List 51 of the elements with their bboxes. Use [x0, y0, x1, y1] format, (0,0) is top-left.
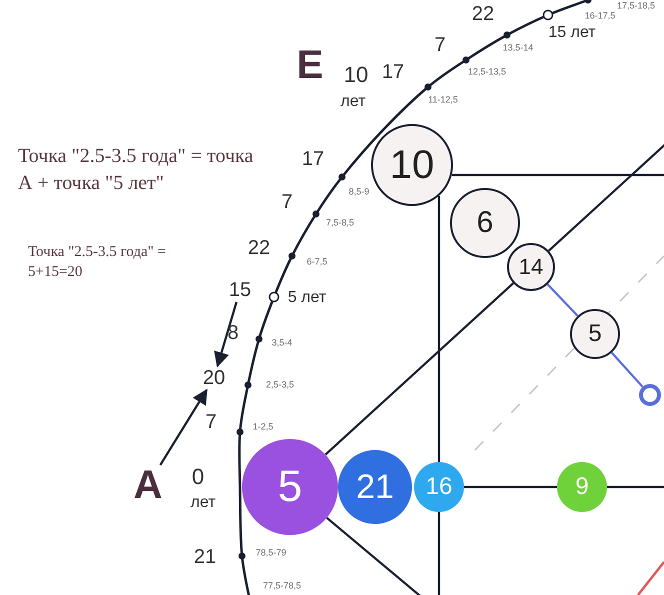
number-label: 17 — [382, 62, 404, 82]
number-circle: 5 — [242, 439, 338, 535]
age-range-label: 11-12,5 — [428, 96, 458, 104]
age-range-label: 77,5-78,5 — [262, 582, 302, 590]
age-range-label: 7,5-8,5 — [326, 218, 354, 228]
connector-line — [610, 352, 644, 388]
number-label: 20 — [202, 368, 226, 388]
note-text: Точка "2.5-3.5 года" = 5+15=20 — [28, 243, 167, 282]
arrow — [214, 302, 238, 368]
age-label: 15 лет — [548, 25, 596, 41]
age-label: лет — [340, 94, 366, 110]
age-label: лет — [190, 495, 216, 511]
age-range-label: 12,5-13,5 — [468, 68, 506, 76]
connector-line — [324, 282, 514, 456]
number-label: 7 — [434, 35, 446, 55]
age-range-label: 6-7,5 — [306, 258, 328, 266]
age-range-label: 78,5-79 — [256, 548, 286, 558]
age-range-label: 3,5-4 — [272, 338, 292, 348]
age-range-label: 17,5-18,5 — [616, 2, 656, 10]
number-circle: 14 — [507, 243, 555, 291]
number-circle: 5 — [570, 309, 620, 359]
connector-line — [546, 284, 578, 317]
number-circle: 21 — [338, 450, 412, 524]
number-label: 21 — [194, 547, 216, 567]
connector-line — [464, 486, 557, 488]
number-label: 17 — [302, 149, 324, 169]
ring-icon — [639, 384, 661, 406]
connector-line — [438, 512, 440, 595]
number-label: 15 — [228, 280, 252, 300]
age-range-label: 16-17,5 — [584, 12, 616, 20]
number-label: 22 — [472, 4, 494, 24]
point-letter: E — [296, 45, 324, 85]
number-label: 8 — [227, 323, 239, 343]
note-text: Точка "2.5-3.5 года" = точка А + точка "5 лет" — [18, 144, 254, 196]
number-label: 10 — [344, 64, 368, 86]
connector-line — [607, 486, 664, 488]
number-label: 7 — [281, 192, 293, 212]
number-label: 0 — [192, 466, 204, 488]
number-circle: 10 — [371, 124, 453, 206]
connector-line — [452, 174, 664, 176]
number-label: 22 — [248, 238, 270, 258]
number-circle: 9 — [557, 462, 607, 512]
number-circle: 16 — [414, 462, 464, 512]
connector-line — [438, 196, 440, 462]
age-label: 5 лет — [288, 290, 326, 306]
number-label: 7 — [205, 412, 217, 432]
number-circle: 6 — [450, 188, 520, 258]
point-letter: A — [134, 465, 162, 505]
age-range-label: 13,5-14 — [502, 44, 534, 52]
arrow — [159, 388, 208, 466]
age-range-label: 2,5-3,5 — [266, 380, 294, 390]
